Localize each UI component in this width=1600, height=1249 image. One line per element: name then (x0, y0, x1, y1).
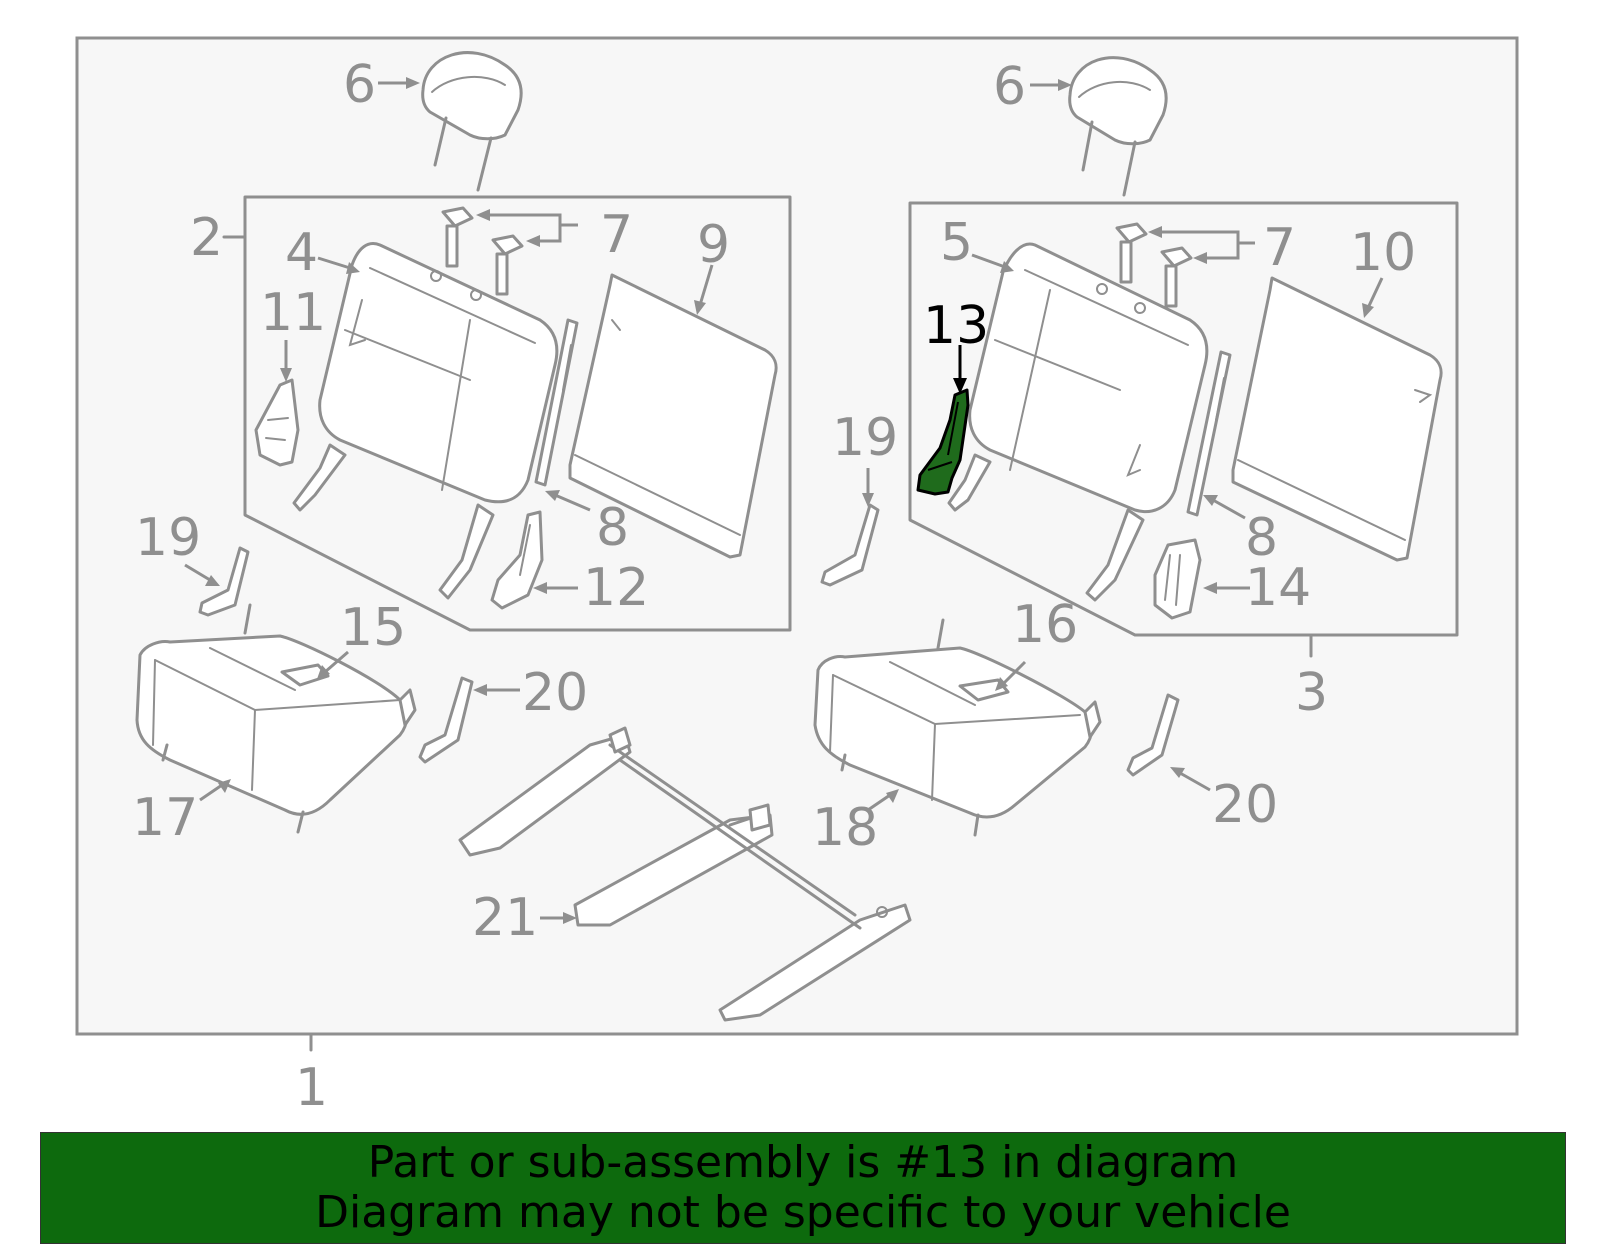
callout-17: 17 (132, 788, 198, 848)
callout-8-right: 8 (1245, 508, 1278, 568)
callout-16: 16 (1012, 595, 1078, 655)
callout-14: 14 (1245, 558, 1311, 618)
callout-1: 1 (295, 1058, 328, 1118)
callout-6-left: 6 (343, 55, 376, 115)
callout-21: 21 (472, 888, 538, 948)
left-seatback-box (243, 195, 792, 632)
trim-cover-14 (1153, 538, 1202, 620)
bracket-8-left (534, 318, 579, 487)
seatback-left (292, 242, 559, 600)
callout-2: 2 (190, 208, 223, 268)
bracket-19-left (198, 546, 250, 617)
trim-cover-11 (254, 378, 300, 467)
callout-6-right: 6 (993, 57, 1026, 117)
callout-arrows (184, 77, 1384, 924)
callout-18: 18 (812, 798, 878, 858)
seat-cushion-right (813, 618, 1102, 837)
banner-line-1: Part or sub-assembly is #13 in diagram (367, 1137, 1239, 1188)
bracket-20-right (1126, 693, 1180, 777)
headrest-right (1068, 56, 1168, 197)
callout-19-left: 19 (135, 508, 201, 568)
headrest-guides-left (441, 206, 524, 296)
callout-15: 15 (340, 598, 406, 658)
headrest-left (421, 51, 523, 192)
seatback-right (947, 242, 1209, 602)
callout-7-right: 7 (1263, 218, 1296, 278)
bracket-8-right (1186, 350, 1232, 517)
callout-8-left: 8 (596, 498, 629, 558)
callout-9: 9 (697, 215, 730, 275)
bracket-19-right (820, 503, 880, 587)
banner-line-2: Diagram may not be specific to your vehi… (315, 1187, 1291, 1238)
seat-frame-21 (458, 726, 912, 1022)
callout-4: 4 (285, 223, 318, 283)
seatback-panel-left (568, 273, 778, 559)
headrest-guides-right (1115, 222, 1193, 308)
seatback-panel-right (1231, 276, 1443, 562)
parts-diagram: 1 2 3 4 5 6 6 7 7 8 8 9 10 11 12 13 14 1… (75, 36, 1519, 1118)
callout-12: 12 (583, 558, 649, 618)
callout-5: 5 (940, 213, 973, 273)
seat-cushion-left (135, 603, 417, 834)
highlighted-part-13 (916, 388, 970, 496)
callout-19-right: 19 (832, 408, 898, 468)
callout-7-left: 7 (600, 205, 633, 265)
info-banner: Part or sub-assembly is #13 in diagram D… (40, 1132, 1566, 1244)
callout-20-left: 20 (522, 663, 588, 723)
callout-11: 11 (260, 283, 326, 343)
right-seatback-box (908, 201, 1459, 637)
bracket-20-left (418, 676, 474, 764)
callout-20-right: 20 (1212, 775, 1278, 835)
callout-3: 3 (1295, 663, 1328, 723)
callout-10: 10 (1350, 223, 1416, 283)
callout-13: 13 (923, 296, 989, 356)
trim-cover-12 (490, 510, 544, 610)
